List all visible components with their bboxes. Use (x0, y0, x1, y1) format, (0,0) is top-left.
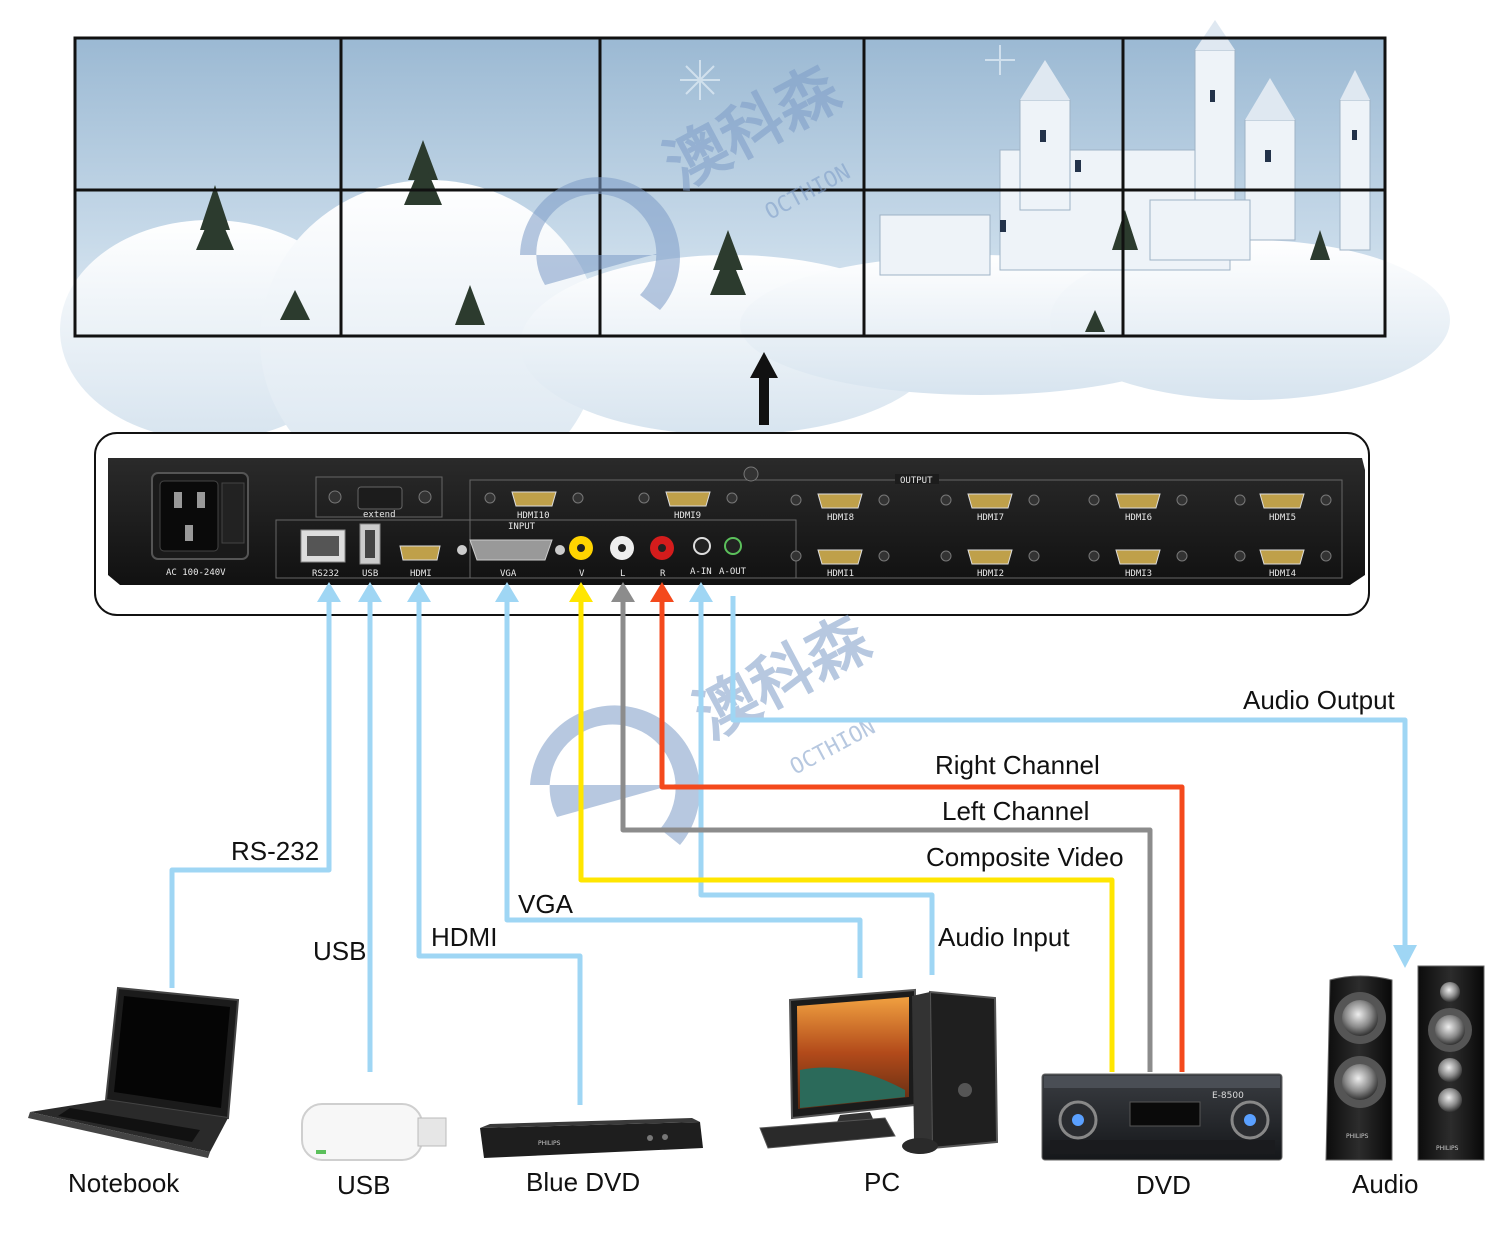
label-right-channel: Right Channel (935, 750, 1100, 780)
extend-label: extend (363, 510, 396, 520)
port-label-a-out: A-OUT (719, 567, 747, 577)
cable-vga (504, 596, 863, 978)
output-port-labels: HDMI10 HDMI9 HDMI8 HDMI7 HDMI6 HDMI5 HDM… (517, 511, 1296, 579)
port-label-r: R (660, 569, 666, 579)
watermark-latin-bottom: OCTHION (786, 715, 880, 781)
notebook-image (28, 986, 240, 1158)
port-label-hdmi2: HDMI2 (977, 569, 1004, 579)
label-usb-cable: USB (313, 936, 367, 966)
input-ports (300, 523, 742, 565)
device-label-dvd: DVD (1136, 1170, 1191, 1200)
video-wall (60, 20, 1450, 500)
port-label-v: V (579, 569, 585, 579)
watermark: 澳科森 OCTHION 澳科森 OCTHION (520, 51, 882, 845)
label-audio-input: Audio Input (938, 922, 1070, 952)
amplifier-image: E-8500 (1041, 1073, 1283, 1161)
pc-image (759, 988, 999, 1154)
label-hdmi-cable: HDMI (431, 922, 498, 952)
cable-audio-output (730, 596, 1408, 950)
label-composite-video: Composite Video (926, 842, 1124, 872)
port-label-l: L (620, 569, 625, 579)
port-label-hdmi8: HDMI8 (827, 513, 854, 523)
port-label-vga: VGA (500, 569, 517, 579)
label-left-channel: Left Channel (942, 796, 1090, 826)
usb-dongle-image (301, 1103, 447, 1161)
cable-audio-input (698, 596, 935, 975)
output-arrow (750, 352, 778, 425)
wall-bezels (73, 36, 1387, 338)
port-label-hdmi: HDMI (410, 569, 432, 579)
device-label-notebook: Notebook (68, 1168, 180, 1198)
device-label-audio: Audio (1352, 1169, 1419, 1199)
cable-rs232 (169, 596, 332, 988)
label-vga-cable: VGA (518, 889, 573, 919)
label-rs232: RS-232 (231, 836, 320, 866)
cables (169, 596, 1408, 1105)
port-label-hdmi4: HDMI4 (1269, 569, 1296, 579)
extend-block (315, 476, 443, 518)
output-group-label: OUTPUT (900, 476, 933, 486)
device-label-usb: USB (337, 1170, 391, 1200)
cable-arrowheads (317, 582, 1417, 968)
power-socket: AC 100-240V (151, 472, 249, 578)
device-label-pc: PC (864, 1167, 901, 1197)
cable-left-channel (620, 596, 1153, 1072)
controller-device: AC 100-240V extend INPUT OUTPUT (94, 432, 1370, 616)
speakers-image: PHILIPS PHILIPS (1325, 965, 1485, 1161)
wall-snow-scene (60, 20, 1450, 500)
port-label-hdmi3: HDMI3 (1125, 569, 1152, 579)
amplifier-model: E-8500 (1212, 1091, 1244, 1101)
device-label-blue-dvd: Blue DVD (526, 1167, 641, 1197)
port-label-hdmi5: HDMI5 (1269, 513, 1296, 523)
blu-ray-brand: PHILIPS (538, 1140, 561, 1147)
label-audio-output: Audio Output (1243, 685, 1395, 715)
port-label-usb: USB (362, 569, 378, 579)
input-port-labels: RS232 USB HDMI VGA V L R A-IN A-OUT (312, 567, 747, 579)
cable-composite-video (578, 596, 1115, 1072)
speaker-brand-left: PHILIPS (1346, 1133, 1369, 1140)
cable-hdmi (416, 596, 583, 1105)
port-label-hdmi10: HDMI10 (517, 511, 550, 521)
cable-right-channel (659, 596, 1185, 1072)
port-label-a-in: A-IN (690, 567, 712, 577)
port-label-hdmi9: HDMI9 (674, 511, 701, 521)
port-label-hdmi7: HDMI7 (977, 513, 1004, 523)
port-label-hdmi6: HDMI6 (1125, 513, 1152, 523)
power-label: AC 100-240V (166, 568, 226, 578)
blu-ray-player-image: PHILIPS (480, 1118, 703, 1158)
input-group-label: INPUT (508, 522, 536, 532)
port-label-hdmi1: HDMI1 (827, 569, 854, 579)
output-ports (511, 491, 1305, 565)
port-label-rs232: RS232 (312, 569, 339, 579)
speaker-brand-right: PHILIPS (1436, 1145, 1459, 1152)
